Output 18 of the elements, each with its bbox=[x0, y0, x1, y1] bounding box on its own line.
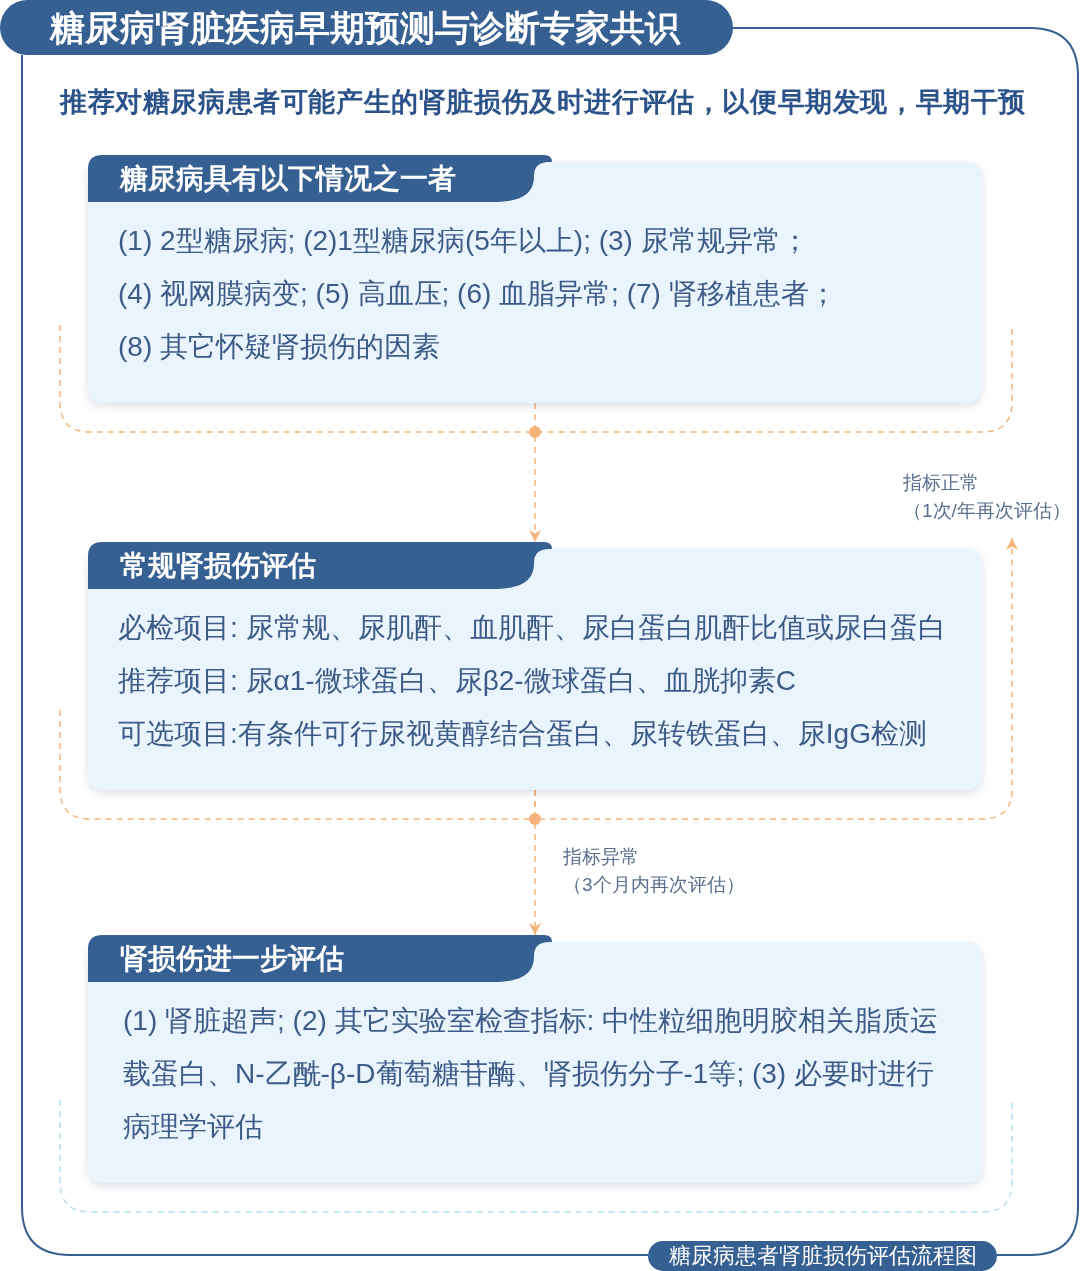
process-card bbox=[88, 935, 982, 1183]
dashed-arrow bbox=[529, 402, 541, 543]
card-header: 糖尿病具有以下情况之一者 bbox=[88, 155, 552, 202]
title-banner: 糖尿病肾脏疾病早期预测与诊断专家共识 bbox=[0, 0, 733, 55]
card-text: 必检项目: 尿常规、尿肌酐、血肌酐、尿白蛋白肌酐比值或尿白蛋白 bbox=[117, 611, 947, 645]
card-header: 肾损伤进一步评估 bbox=[88, 935, 552, 982]
card-text: (1) 2型糖尿病; (2)1型糖尿病(5年以上); (3) 尿常规异常； bbox=[117, 224, 810, 258]
process-card bbox=[88, 542, 982, 790]
intro-text: 推荐对糖尿病患者可能产生的肾脏损伤及时进行评估，以便早期发现，早期干预 bbox=[60, 86, 1026, 119]
card-text: (4) 视网膜病变; (5) 高血压; (6) 血脂异常; (7) 肾移植患者； bbox=[117, 277, 838, 311]
card-text: (8) 其它怀疑肾损伤的因素 bbox=[117, 330, 441, 364]
card-text: 推荐项目: 尿α1-微球蛋白、尿β2-微球蛋白、血胱抑素C bbox=[117, 664, 797, 698]
card-text: (1) 肾脏超声; (2) 其它实验室检查指标: 中性粒细胞明胶相关脂质运载蛋白、N-乙酰-β-D葡萄糖苷酶、肾损伤分子-1等; (3) 必要时进行病理学评估 bbox=[122, 1004, 940, 1144]
card-header: 常规肾损伤评估 bbox=[88, 542, 552, 589]
card-text: 可选项目:有条件可行尿视黄醇结合蛋白、尿转铁蛋白、尿IgG检测 bbox=[117, 717, 928, 751]
dashed-arrow bbox=[529, 789, 541, 936]
process-card bbox=[88, 155, 982, 403]
caption-banner: 糖尿病患者肾脏损伤评估流程图 bbox=[648, 1241, 997, 1271]
